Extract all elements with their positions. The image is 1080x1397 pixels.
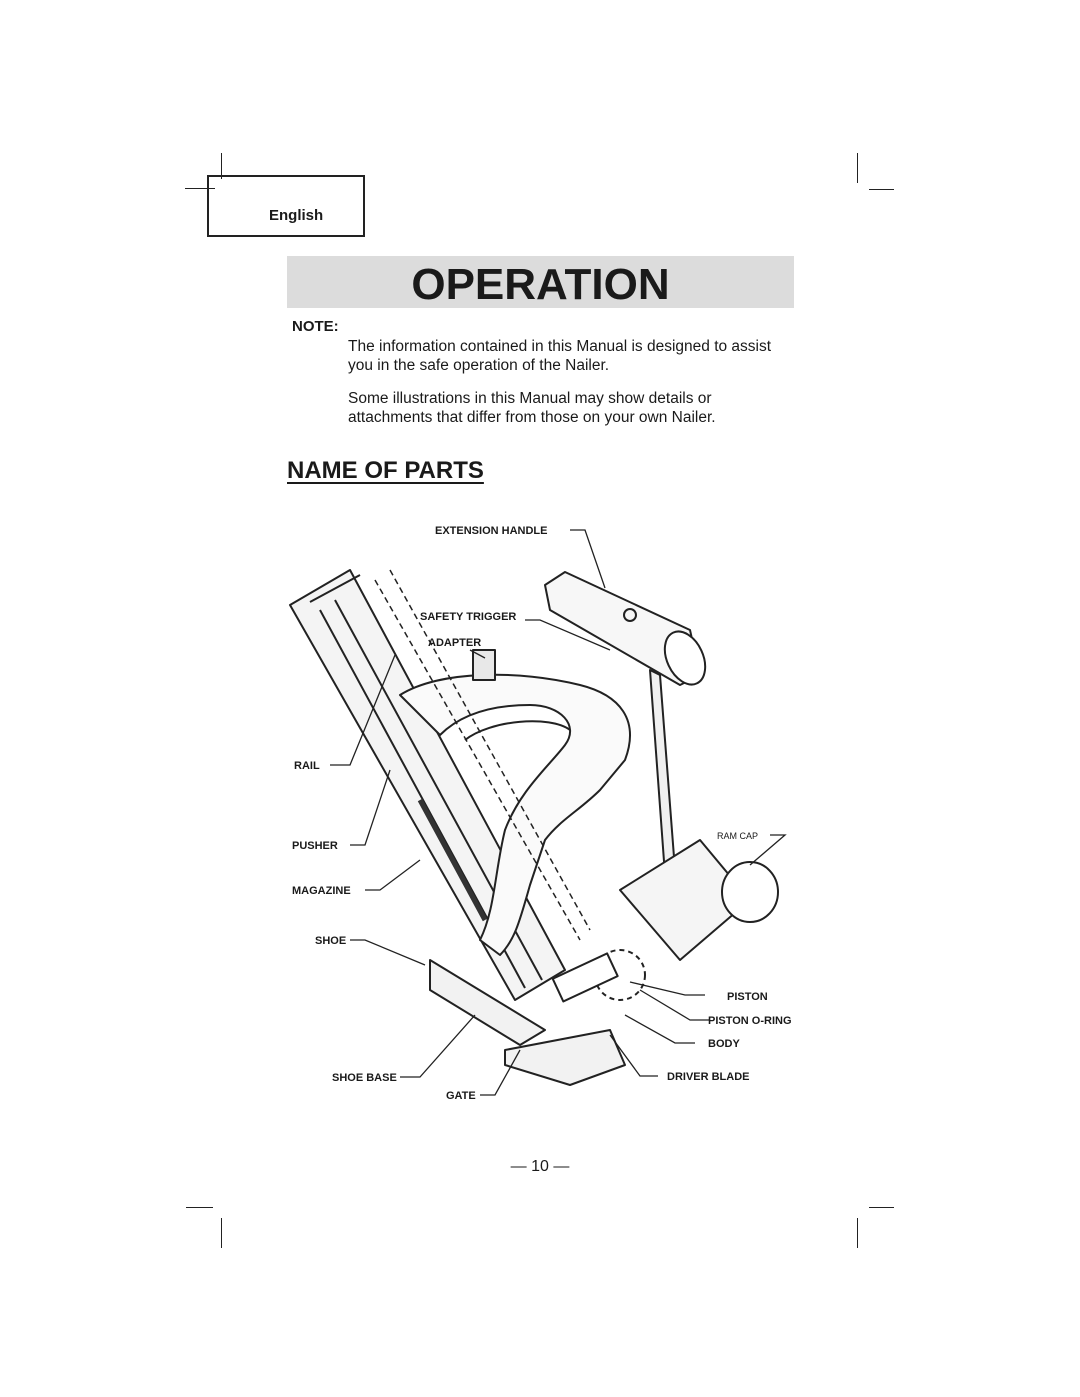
section-title: NAME OF PARTS: [287, 457, 484, 484]
crop-mark: [221, 153, 222, 179]
crop-mark: [869, 189, 894, 190]
label-shoe-base: SHOE BASE: [332, 1072, 397, 1084]
label-ram-cap: RAM CAP: [717, 831, 758, 841]
crop-mark: [857, 153, 858, 183]
label-body: BODY: [708, 1038, 740, 1050]
label-pusher: PUSHER: [292, 840, 338, 852]
language-tab: English: [207, 175, 365, 237]
nailer-parts-diagram: EXTENSION HANDLE SAFETY TRIGGER ADAPTER …: [289, 525, 792, 1102]
note-paragraph-2: Some illustrations in this Manual may sh…: [348, 390, 716, 426]
crop-mark: [857, 1218, 858, 1248]
note-paragraph-1: The information contained in this Manual…: [348, 338, 772, 374]
label-piston: PISTON: [727, 991, 768, 1003]
label-piston-o-ring: PISTON O-RING: [708, 1015, 792, 1027]
label-extension-handle: EXTENSION HANDLE: [435, 525, 547, 537]
label-safety-trigger: SAFETY TRIGGER: [420, 611, 516, 623]
note-label: NOTE:: [292, 318, 339, 335]
page-number: — 10 —: [510, 1158, 570, 1175]
crop-mark: [185, 188, 215, 189]
label-rail: RAIL: [294, 760, 320, 772]
label-shoe: SHOE: [315, 935, 346, 947]
crop-mark: [186, 1207, 213, 1208]
crop-mark: [221, 1218, 222, 1248]
page-title-bar: OPERATION: [287, 256, 794, 309]
label-magazine: MAGAZINE: [292, 885, 351, 897]
page-title: OPERATION: [411, 260, 670, 309]
language-label: English: [269, 207, 324, 224]
label-driver-blade: DRIVER BLADE: [667, 1071, 750, 1083]
label-adapter: ADAPTER: [428, 637, 481, 649]
crop-mark: [869, 1207, 894, 1208]
label-gate: GATE: [446, 1090, 476, 1102]
